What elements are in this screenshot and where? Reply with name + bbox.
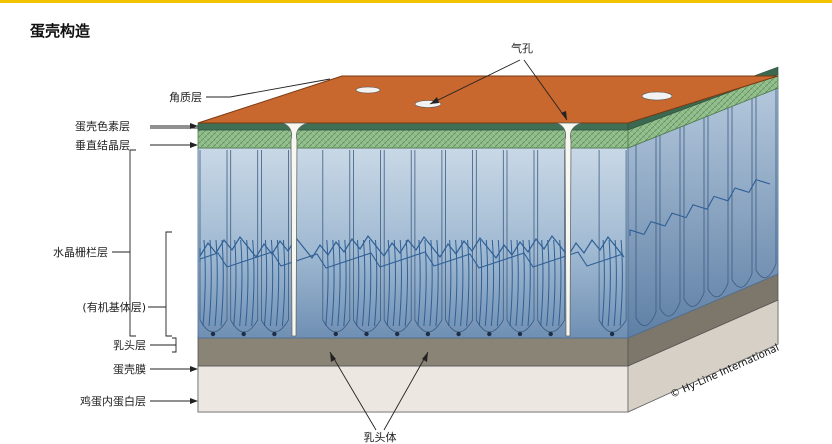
mammillary-knob	[548, 331, 553, 337]
organic-fiber	[484, 239, 489, 327]
palisade-column	[731, 98, 753, 288]
organic-fiber	[460, 239, 464, 327]
leader-lines	[112, 59, 568, 431]
organic-fiber	[275, 239, 280, 327]
palisade-column	[755, 89, 777, 278]
organic-fiber	[281, 239, 286, 327]
organic-fiber	[429, 239, 433, 327]
organic-fiber	[478, 239, 483, 327]
organic-fiber	[362, 239, 366, 327]
albumen-layer	[197, 299, 779, 413]
organic-fiber	[331, 239, 335, 327]
organic-fiber	[540, 239, 544, 327]
mammillary-knob	[456, 331, 461, 337]
organic-fiber-band	[199, 251, 624, 269]
organic-fiber-band	[629, 178, 771, 236]
mammillary-knob	[364, 331, 369, 337]
organic-fiber	[343, 239, 347, 327]
organic-fiber	[208, 239, 212, 327]
label-pores: 气孔	[511, 41, 533, 55]
label-pigment-layer: 蛋壳色素层	[75, 119, 130, 133]
organic-fiber	[233, 239, 237, 327]
organic-fiber	[245, 239, 249, 327]
organic-fiber	[417, 239, 421, 327]
label-cuticle: 角质层	[169, 91, 202, 104]
palisade-column	[635, 137, 657, 326]
organic-fiber	[546, 239, 550, 327]
organic-fiber	[220, 239, 224, 327]
organic-fiber	[392, 239, 396, 327]
organic-fiber	[558, 239, 562, 327]
organic-fiber	[374, 239, 378, 327]
organic-fiber	[515, 239, 519, 327]
organic-fiber	[619, 239, 623, 327]
organic-fiber	[521, 239, 525, 327]
organic-fiber	[607, 239, 611, 327]
palisade-layer	[197, 87, 779, 339]
label-albumen: 鸡蛋内蛋白层	[80, 394, 146, 408]
organic-fiber	[398, 239, 402, 327]
organic-fiber	[435, 239, 439, 327]
label-mammillary-knobs: 乳头体	[364, 430, 397, 444]
label-organic-matrix: (有机基体层)	[82, 300, 146, 314]
organic-fiber	[466, 239, 470, 327]
palisade-columns	[199, 89, 777, 337]
organic-fiber	[423, 239, 427, 327]
organic-fiber	[490, 239, 495, 327]
cuticle-layer	[197, 75, 779, 124]
mammillary-knob	[609, 331, 615, 337]
mammillary-knob	[487, 331, 492, 337]
organic-fiber	[251, 239, 255, 327]
organic-fiber	[325, 239, 329, 327]
organic-fiber	[368, 239, 372, 327]
palisade-column	[683, 117, 705, 307]
pore-opening	[355, 86, 381, 94]
organic-fiber	[552, 239, 556, 327]
organic-fiber	[404, 239, 408, 327]
organic-matrix-fibers	[199, 178, 771, 327]
mammillary-knob	[425, 331, 431, 337]
mammillary-knob	[517, 331, 523, 337]
pore-canals	[282, 122, 582, 337]
organic-fiber	[527, 239, 531, 327]
label-membrane: 蛋壳膜	[113, 362, 146, 376]
arrowheads	[190, 97, 567, 404]
organic-fiber	[239, 239, 243, 327]
label-vertical-crystal: 垂直结晶层	[75, 138, 130, 152]
organic-fiber	[263, 239, 268, 327]
organic-fiber	[601, 239, 605, 327]
label-mammillary: 乳头层	[113, 339, 146, 352]
palisade-column	[707, 108, 729, 298]
organic-fiber	[613, 239, 617, 327]
organic-fiber	[454, 239, 458, 327]
vertical-crystal-layer	[197, 73, 779, 149]
organic-fiber	[269, 239, 274, 327]
page-title: 蛋壳构造	[30, 22, 91, 40]
top-accent-bar	[0, 0, 832, 3]
organic-fiber-band	[199, 234, 625, 260]
label-palisade: 水晶栅栏层	[53, 245, 108, 259]
organic-fiber	[448, 239, 452, 327]
mammillary-knob	[241, 331, 246, 337]
mammillary-knob	[333, 331, 338, 337]
mammillary-knob	[210, 331, 216, 337]
mammillary-knob	[272, 331, 277, 337]
organic-fiber	[214, 239, 218, 327]
organic-fiber	[509, 239, 513, 327]
palisade-column	[659, 127, 681, 317]
pore-opening	[641, 91, 673, 101]
organic-fiber	[337, 239, 341, 327]
organic-fiber	[356, 239, 360, 327]
organic-fiber	[496, 239, 501, 327]
mammillary-knob	[395, 331, 400, 337]
